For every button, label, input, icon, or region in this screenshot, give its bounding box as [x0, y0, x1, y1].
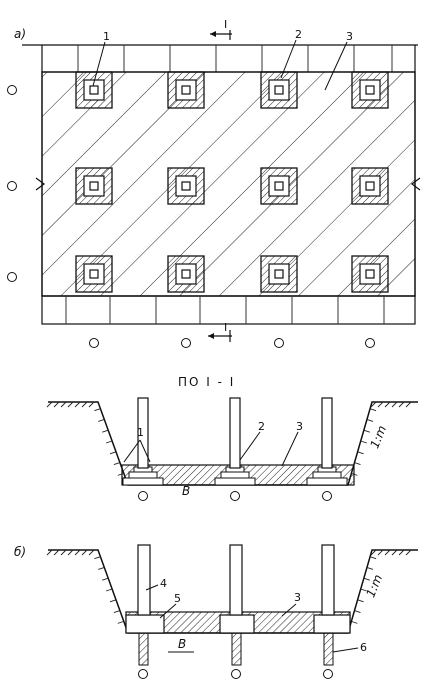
plan-callouts: 1 2 3: [92, 28, 353, 91]
dim-label-upper: B: [182, 484, 190, 498]
footing: [75, 255, 113, 293]
footing: [351, 255, 389, 293]
left-grid-markers: [7, 85, 17, 282]
upper-columns: [137, 397, 333, 469]
callout-3: 3: [346, 30, 353, 43]
section-title: ПО I - I: [178, 375, 235, 389]
section-callout-2: 2: [258, 420, 265, 433]
break-mark-left: [35, 177, 45, 191]
section-callout-1: 1: [137, 426, 144, 439]
lower-columns: [137, 544, 335, 616]
footing: [167, 167, 205, 205]
section-cut-marker-top: I: [210, 18, 232, 40]
upper-section: 1 2 3 1:m B: [46, 397, 418, 501]
top-brick-strip: [22, 44, 418, 72]
footing: [167, 71, 205, 109]
footing: [167, 255, 205, 293]
lower-section: б) 4 5 3 6 1:m: [14, 544, 418, 679]
footing: [351, 71, 389, 109]
plan-view: а): [7, 18, 421, 348]
slope-label-lower: 1:m: [363, 572, 385, 599]
svg-text:B: B: [178, 637, 186, 651]
stepped-footing: [214, 466, 256, 486]
plan-panel-label: а): [14, 27, 26, 41]
cut-label-bottom: I: [224, 321, 227, 334]
section-cut-marker-bottom: I: [208, 321, 232, 342]
callout-2: 2: [295, 28, 302, 41]
section-callout-3-lower: 3: [294, 591, 301, 604]
section-callout-3: 3: [296, 420, 303, 433]
footing: [75, 71, 113, 109]
footing: [75, 167, 113, 205]
section-callout-4: 4: [160, 577, 167, 590]
break-mark-right: [411, 177, 421, 191]
section-callout-6: 6: [360, 641, 367, 654]
footing: [260, 71, 298, 109]
piles: [138, 632, 334, 666]
bottom-grid-markers: [89, 338, 375, 348]
section-panel-label: б): [14, 545, 26, 559]
footing: [260, 167, 298, 205]
cut-label-top: I: [224, 18, 227, 31]
section-callout-5: 5: [174, 592, 181, 605]
slope-label-upper: 1:m: [367, 423, 389, 450]
bottom-brick-strip: [41, 295, 416, 325]
dim-label-lower: B: [168, 637, 194, 653]
footing: [260, 255, 298, 293]
callout-1: 1: [103, 30, 110, 43]
column-footings: [75, 71, 389, 293]
footing: [351, 167, 389, 205]
